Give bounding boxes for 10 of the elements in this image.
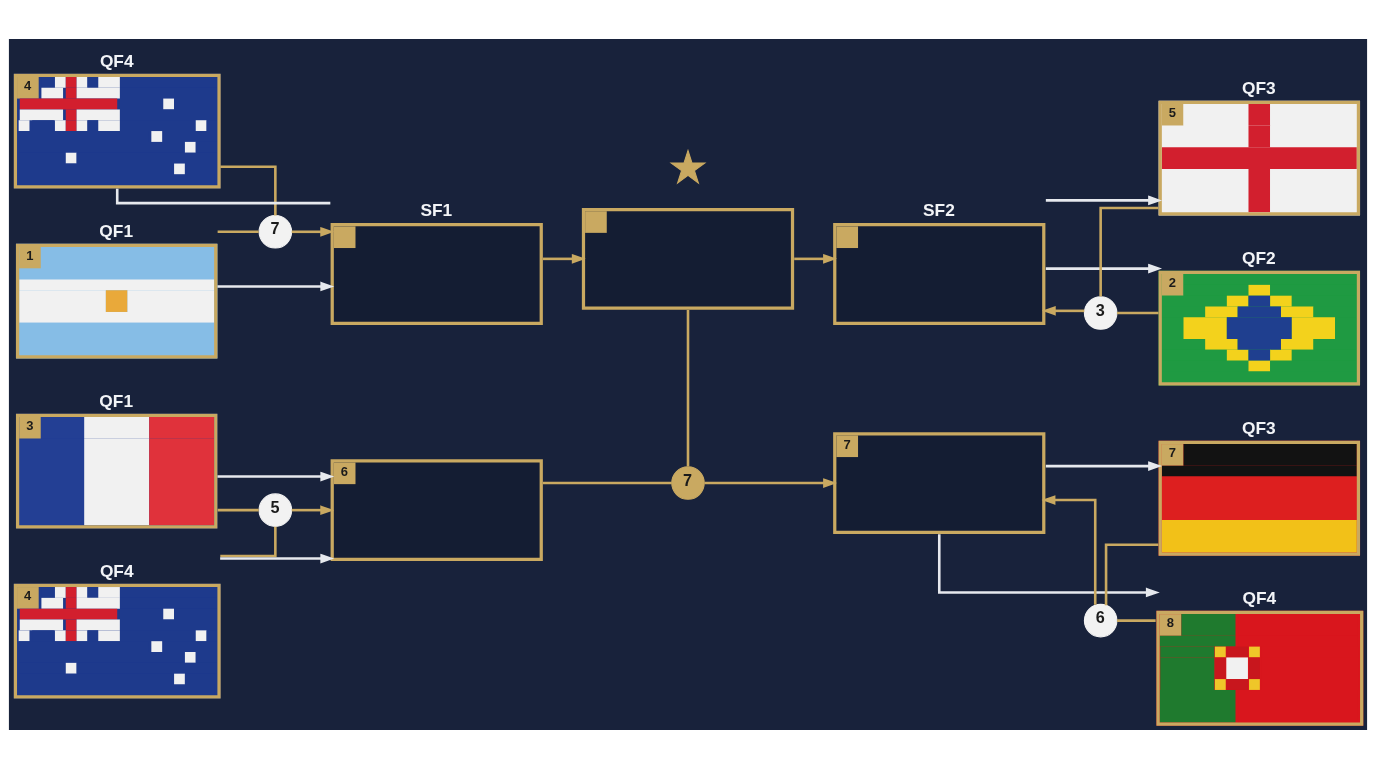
node-label: QF1 <box>99 220 134 241</box>
node-label: QF4 <box>99 560 134 581</box>
node-label: QF3 <box>1241 77 1276 98</box>
node-label: SF2 <box>923 199 955 220</box>
node-label: QF3 <box>1241 417 1276 438</box>
node-label: SF1 <box>420 199 453 220</box>
node-label: QF4 <box>99 50 134 71</box>
node-label: QF4 <box>1242 587 1277 608</box>
node-label: QF1 <box>99 390 134 411</box>
node-label: QF2 <box>1241 247 1276 268</box>
